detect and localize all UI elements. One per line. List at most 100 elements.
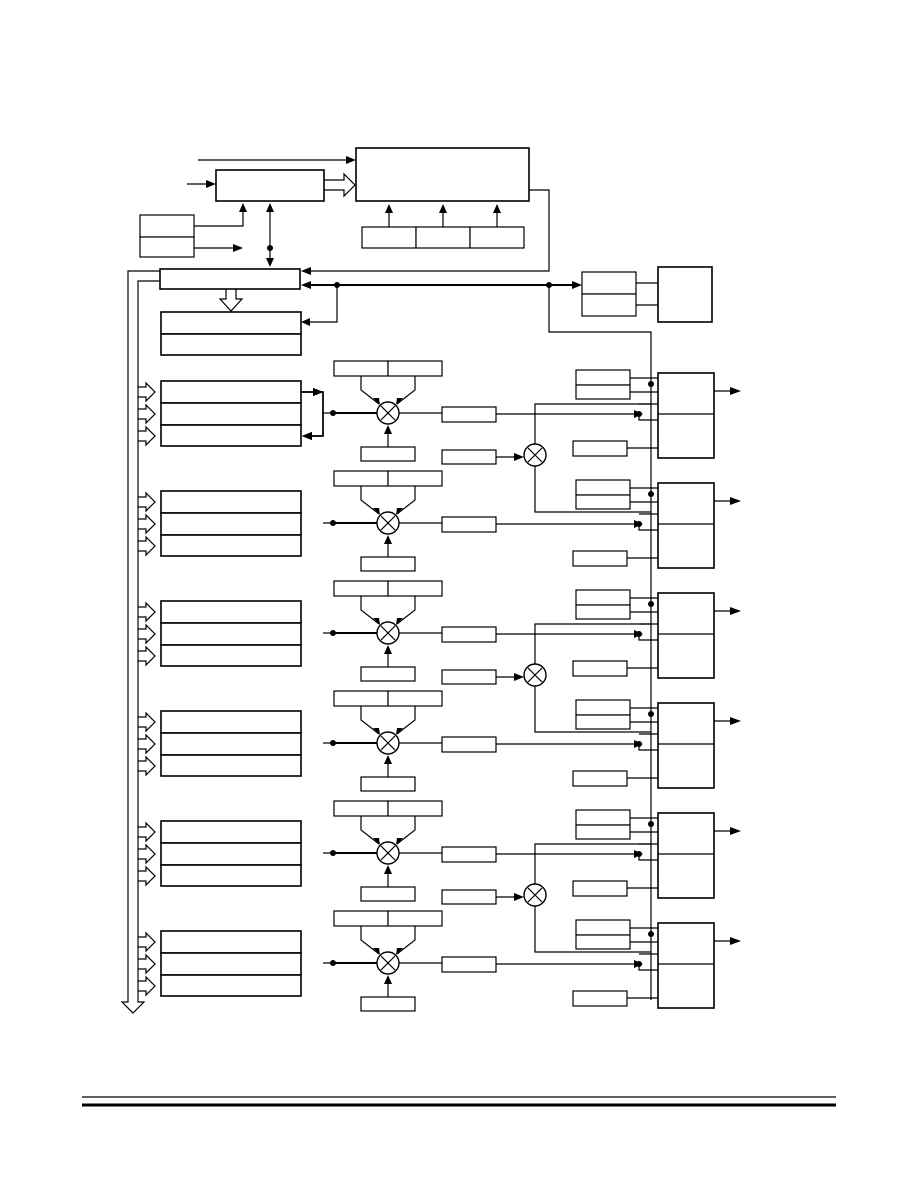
gain-arrowhead bbox=[384, 645, 392, 654]
bus-feed-arrow bbox=[138, 645, 156, 667]
register-feedback-path bbox=[301, 391, 324, 437]
peripheral-block bbox=[657, 266, 713, 323]
bus-feed-arrow bbox=[138, 843, 156, 865]
coefficient-arrowhead-a bbox=[373, 728, 380, 735]
junction-dot bbox=[330, 410, 336, 416]
bus-feed-arrow bbox=[138, 821, 156, 843]
register-feedback-path bbox=[301, 391, 324, 437]
coefficient-arrowhead-a bbox=[373, 838, 380, 845]
coefficient-path-a bbox=[360, 486, 380, 515]
coefficient-arrowhead-a bbox=[373, 618, 380, 625]
mixer-output-box bbox=[441, 516, 497, 533]
register-feedback-path bbox=[301, 391, 324, 437]
coefficient-box-b bbox=[387, 910, 443, 927]
multiplier-cross-2 bbox=[380, 515, 396, 531]
mixer-output-box bbox=[441, 406, 497, 423]
mixer-output-box bbox=[441, 736, 497, 753]
main-block bbox=[355, 147, 530, 202]
channel-register-c bbox=[160, 534, 302, 557]
coefficient-path-b bbox=[396, 486, 416, 515]
output-register-a bbox=[575, 809, 631, 826]
channel-row-2 bbox=[138, 388, 741, 572]
channel-register-b bbox=[160, 952, 302, 976]
output-register-dot bbox=[648, 381, 654, 387]
coefficient-arrowhead-b bbox=[396, 838, 403, 845]
output-control-box bbox=[572, 990, 628, 1007]
coefficient-box-b bbox=[387, 800, 443, 817]
main-input-box-1 bbox=[361, 226, 417, 249]
junction-dot bbox=[330, 630, 336, 636]
bus-feed-arrow bbox=[138, 931, 156, 953]
multiplier-cross-2 bbox=[380, 405, 396, 421]
channel-row-5 bbox=[138, 388, 741, 902]
modulator-input-box bbox=[441, 669, 497, 685]
output-register-b bbox=[575, 494, 631, 510]
left-register-bottom bbox=[139, 236, 195, 258]
gain-box bbox=[360, 776, 416, 792]
gain-arrowhead bbox=[384, 975, 392, 984]
output-register-a bbox=[575, 479, 631, 496]
output-stub bbox=[638, 854, 658, 861]
mixer-output-box bbox=[441, 846, 497, 863]
coefficient-box-b bbox=[387, 360, 443, 377]
top-section bbox=[139, 147, 713, 1000]
register-feedback-path bbox=[301, 391, 324, 437]
gain-box bbox=[360, 446, 416, 462]
modulator-cross-2 bbox=[527, 887, 543, 903]
coefficient-box-b bbox=[387, 690, 443, 707]
output-stub bbox=[638, 414, 658, 421]
bus-feed-arrow bbox=[138, 601, 156, 623]
coefficient-arrowhead-b bbox=[396, 948, 403, 955]
main-input-box-2 bbox=[415, 226, 471, 249]
coefficient-path-b bbox=[396, 706, 416, 735]
output-register-b bbox=[575, 604, 631, 620]
shared-modulator-2 bbox=[441, 623, 651, 733]
coefficient-path-a bbox=[360, 706, 380, 735]
output-stage-arrowhead bbox=[730, 827, 741, 835]
multiplier-cross-2 bbox=[380, 955, 396, 971]
output-register-b bbox=[575, 384, 631, 400]
bus-feed-arrow bbox=[138, 711, 156, 733]
multiplier-cross-2 bbox=[380, 625, 396, 641]
coefficient-arrowhead-b bbox=[396, 398, 403, 405]
modulator-input-arrowhead bbox=[514, 893, 524, 901]
output-register-dot bbox=[648, 491, 654, 497]
modulator-upper-branch bbox=[534, 403, 651, 444]
bus-feed-arrow bbox=[138, 403, 156, 425]
output-stage-block bbox=[657, 372, 715, 459]
output-stage-arrowhead bbox=[730, 497, 741, 505]
bank-register-bottom bbox=[160, 333, 302, 356]
gain-box bbox=[360, 556, 416, 572]
output-stub bbox=[638, 964, 658, 971]
coefficient-arrowhead-a bbox=[373, 508, 380, 515]
output-stage-block bbox=[657, 922, 715, 1009]
coefficient-box-b bbox=[387, 580, 443, 597]
bus-feed-arrow bbox=[138, 513, 156, 535]
bus-feed-arrow bbox=[138, 733, 156, 755]
shared-modulator-1 bbox=[441, 403, 651, 513]
main-input-box-3 bbox=[469, 226, 525, 249]
register-feedback-path bbox=[301, 391, 324, 437]
channel-register-a bbox=[160, 930, 302, 954]
output-stage-block bbox=[657, 812, 715, 899]
output-register-dot bbox=[648, 821, 654, 827]
coefficient-path-a bbox=[360, 816, 380, 845]
output-stage-arrowhead bbox=[730, 607, 741, 615]
output-register-b bbox=[575, 934, 631, 950]
channel-register-a bbox=[160, 600, 302, 624]
output-stage-arrowhead bbox=[730, 387, 741, 395]
coefficient-arrowhead-a bbox=[373, 948, 380, 955]
junction-dot bbox=[330, 740, 336, 746]
output-register-a bbox=[575, 589, 631, 606]
output-stage-arrowhead bbox=[730, 717, 741, 725]
channel-register-c bbox=[160, 644, 302, 667]
output-control-box bbox=[572, 550, 628, 567]
channel-row-3 bbox=[138, 388, 741, 682]
bus-feed-arrow bbox=[138, 535, 156, 557]
coefficient-box-a bbox=[333, 580, 389, 597]
junction-dot bbox=[330, 520, 336, 526]
channel-register-c bbox=[160, 754, 302, 777]
bus-feed-arrow bbox=[138, 425, 156, 447]
output-stub bbox=[638, 634, 658, 641]
